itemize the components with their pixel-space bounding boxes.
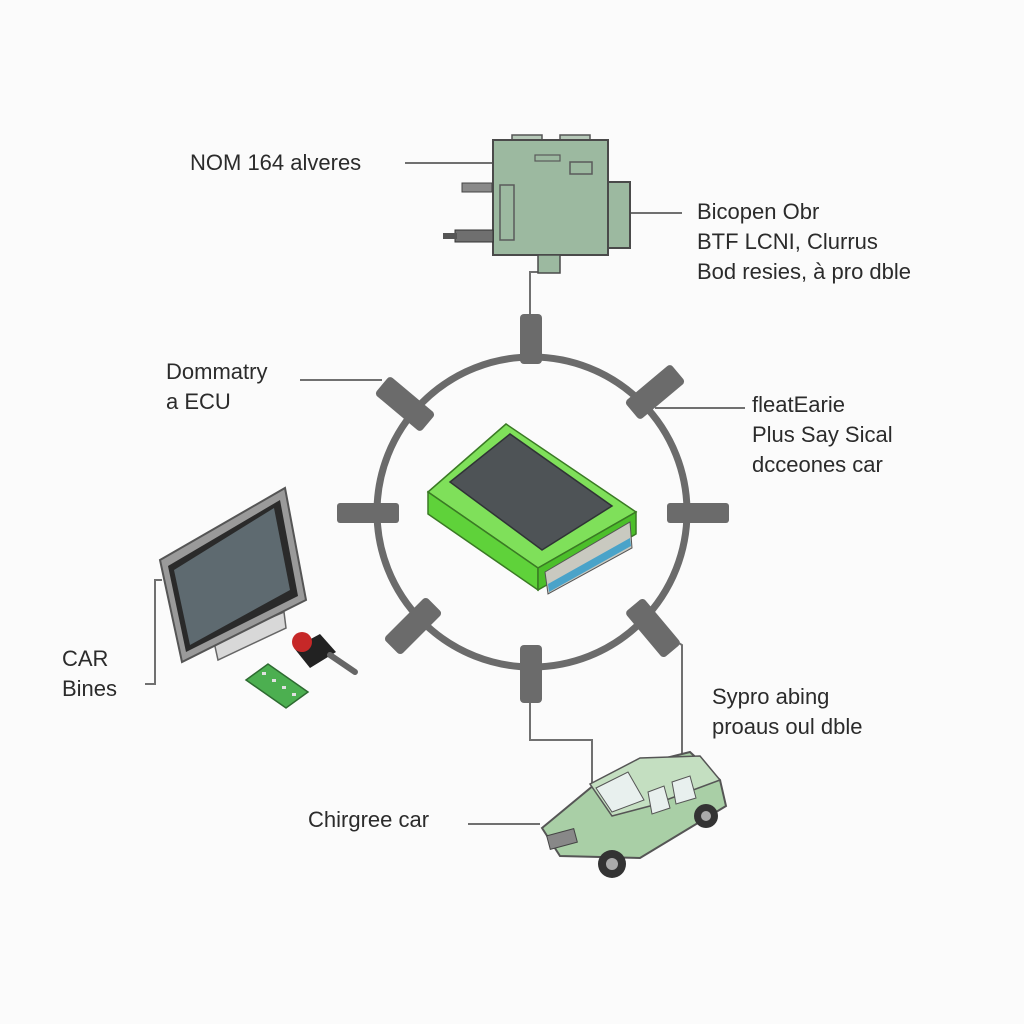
left-ecu-label-line-1: Dommatry	[166, 359, 268, 384]
wire-module-ring	[529, 271, 548, 318]
car-label: Chirgree car	[308, 805, 429, 835]
car-label-line-1: Chirgree car	[308, 807, 430, 832]
stub-bottom	[520, 645, 542, 703]
right-top-label-line-3: Bod resies, à pro dble	[697, 259, 912, 284]
car-bines-label: CAR Bines	[62, 644, 117, 704]
right-low-label-line-2: proaus oul dble	[712, 714, 863, 739]
stub-top-right	[625, 365, 685, 419]
stub-top	[520, 314, 542, 364]
right-top-label-line-1: Bicopen Obr	[697, 199, 820, 224]
car-bines-label-line-2: Bines	[62, 676, 118, 701]
right-low-label: Sypro abing proaus oul dble	[712, 682, 862, 742]
left-ecu-label: Dommatry a ECU	[166, 357, 267, 417]
stub-bottom-right	[626, 598, 680, 658]
module-label: NOM 164 alveres	[190, 148, 361, 178]
monitor-icon	[158, 486, 308, 664]
ring-stubs	[337, 314, 729, 703]
right-top-label: Bicopen Obr BTF LCNI, Clurrus Bod resies…	[697, 197, 911, 287]
stub-bottom-left	[384, 597, 442, 655]
stub-top-left	[375, 377, 435, 431]
right-mid-label-line-3: dcceones car	[752, 452, 883, 477]
control-module-icon	[443, 134, 631, 274]
ecu-unit-icon	[426, 423, 638, 595]
right-low-label-line-1: Sypro abing	[712, 684, 830, 709]
car-icon	[540, 750, 728, 878]
module-label-line-1: NOM 164 alveres	[190, 150, 362, 175]
right-mid-label-line-2: Plus Say Sical	[752, 422, 893, 447]
obd-connector-icon	[292, 632, 358, 675]
wire-ring-car	[529, 700, 593, 784]
car-bines-label-line-1: CAR	[62, 646, 109, 671]
circuit-board-icon	[244, 663, 310, 709]
right-mid-label: fleatEarie Plus Say Sical dcceones car	[752, 390, 893, 480]
stub-left	[337, 503, 399, 523]
right-mid-label-line-1: fleatEarie	[752, 392, 845, 417]
right-top-label-line-2: BTF LCNI, Clurrus	[697, 229, 878, 254]
stub-right	[667, 503, 729, 523]
left-ecu-label-line-2: a ECU	[166, 389, 231, 414]
ring-network	[337, 314, 729, 703]
leader-car-bines	[145, 579, 162, 685]
